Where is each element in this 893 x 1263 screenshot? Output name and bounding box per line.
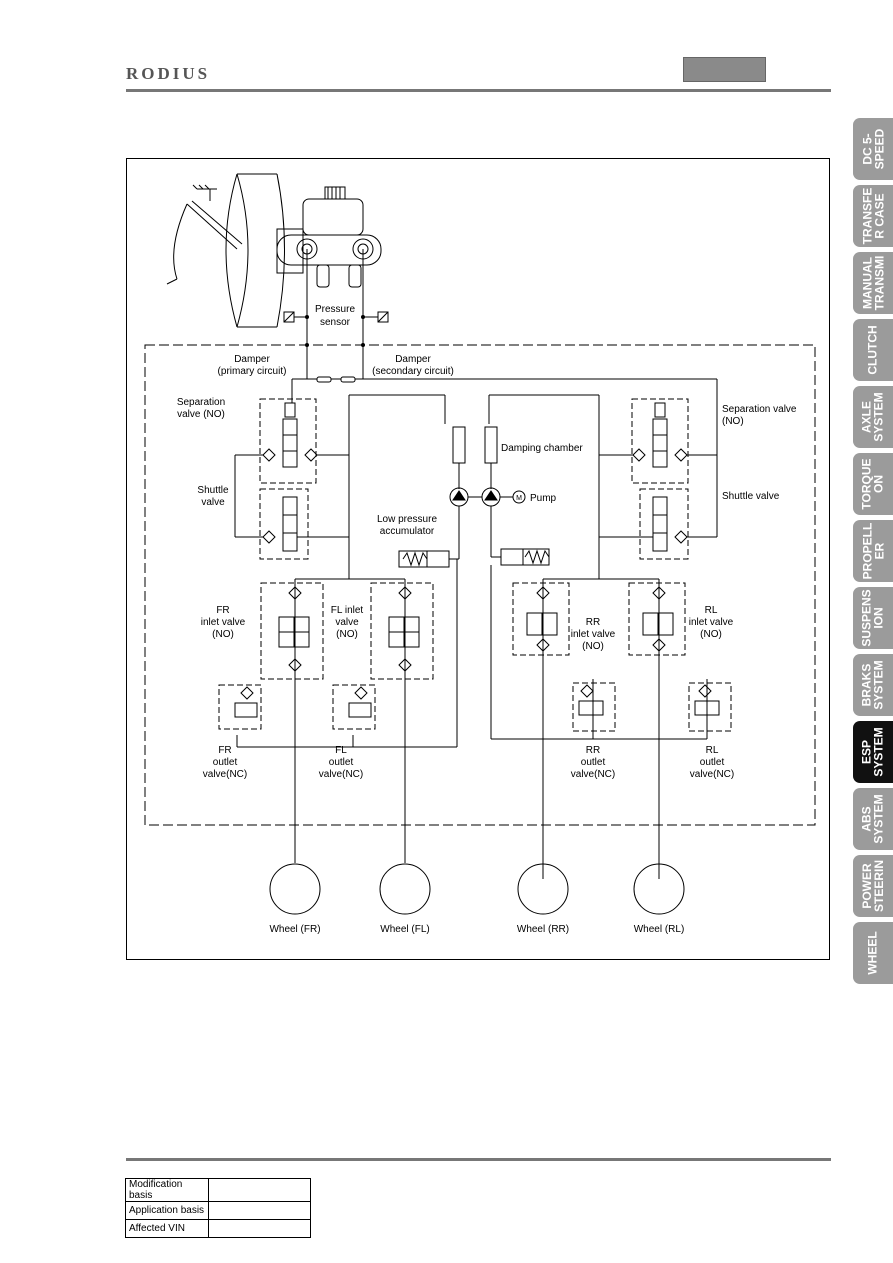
pressure-sensor-primary (283, 311, 307, 323)
rl-outlet-valve (688, 682, 732, 732)
rl-inlet-valve (628, 582, 686, 656)
tab-label: TRANSFE R CASE (860, 187, 887, 245)
fr-inlet-valve (260, 582, 324, 680)
wheel-fl (379, 863, 431, 915)
tab-label: CLUTCH (866, 325, 881, 375)
tab-label: DC 5- SPEED (860, 128, 886, 170)
revision-info-table: Modification basis Application basis Aff… (125, 1178, 311, 1238)
tab-suspension[interactable]: SUSPENS ION (853, 587, 893, 649)
tab-label: BRAKS SYSTEM (860, 660, 886, 710)
tab-wheel[interactable]: WHEEL (853, 922, 893, 984)
separation-valve-left (259, 398, 318, 484)
master-cylinder (276, 186, 382, 288)
hecu-boundary (144, 344, 816, 826)
tab-label: MANUAL TRANSMI (860, 255, 887, 311)
shuttle-valve-right-label: Shuttle valve (722, 491, 780, 502)
shuttle-valve-right (639, 488, 689, 560)
tab-manual-transmission[interactable]: MANUAL TRANSMI (853, 252, 893, 314)
tab-label: AXLE SYSTEM (860, 392, 886, 442)
wheel-fl-label: Wheel (FL) (380, 924, 429, 935)
damper-secondary (340, 376, 356, 383)
modification-basis-label: Modification basis (125, 1178, 209, 1202)
table-row: Application basis (125, 1201, 311, 1220)
tab-label: ABS SYSTEM (860, 794, 886, 844)
wheel-rr-label: Wheel (RR) (517, 924, 569, 935)
fl-outlet-valve (332, 684, 376, 730)
affected-vin-label: Affected VIN (125, 1219, 209, 1238)
wheel-rl (633, 863, 685, 915)
damping-chamber-right (484, 426, 498, 464)
tab-dc-5-speed[interactable]: DC 5- SPEED (853, 118, 893, 180)
header-divider (126, 89, 831, 92)
table-row: Affected VIN (125, 1219, 311, 1238)
rr-inlet-valve (512, 582, 570, 656)
wheel-rr (517, 863, 569, 915)
table-row: Modification basis (125, 1178, 311, 1202)
damper-secondary-label: Damper(secondary circuit) (372, 354, 454, 377)
tab-power-steering[interactable]: POWER STEERIN (853, 855, 893, 917)
footer-divider (126, 1158, 831, 1161)
application-basis-value (208, 1201, 311, 1220)
wheel-fr-label: Wheel (FR) (269, 924, 320, 935)
header-section-box (683, 57, 766, 82)
tab-label: WHEEL (866, 931, 880, 975)
tab-label: SUSPENS ION (860, 589, 887, 647)
low-pressure-accumulator-left (398, 550, 450, 568)
tab-label: TORQUE ON (860, 458, 886, 510)
separation-valve-right-label: Separation valve(NO) (722, 404, 797, 427)
fl-inlet-valve (370, 582, 434, 680)
tab-propeller[interactable]: PROPELL ER (853, 520, 893, 582)
damping-chamber-label: Damping chamber (501, 443, 583, 454)
tab-transfer-case[interactable]: TRANSFE R CASE (853, 185, 893, 247)
brake-booster (166, 173, 304, 328)
separation-valve-right (631, 398, 689, 484)
pump-motor-symbol: M (516, 495, 522, 502)
tab-brakes-system[interactable]: BRAKS SYSTEM (853, 654, 893, 716)
tab-label: POWER STEERIN (860, 859, 887, 913)
pump-label: Pump (530, 493, 557, 504)
shuttle-valve-left (259, 488, 309, 560)
tab-axle-system[interactable]: AXLE SYSTEM (853, 386, 893, 448)
affected-vin-value (208, 1219, 311, 1238)
rr-outlet-valve (572, 682, 616, 732)
application-basis-label: Application basis (125, 1201, 209, 1220)
tab-abs-system[interactable]: ABS SYSTEM (853, 788, 893, 850)
tab-torque-on[interactable]: TORQUE ON (853, 453, 893, 515)
pump-motor (512, 490, 526, 504)
tab-esp-system[interactable]: ESP SYSTEM (853, 721, 893, 783)
pressure-sensor-secondary (363, 311, 389, 323)
fr-outlet-valve (218, 684, 262, 730)
tab-clutch[interactable]: CLUTCH (853, 319, 893, 381)
tab-label: ESP SYSTEM (860, 727, 886, 777)
damper-primary-label: Damper(primary circuit) (218, 354, 287, 377)
damping-chamber-left (452, 426, 466, 464)
wheel-fr (269, 863, 321, 915)
modification-basis-value (208, 1178, 311, 1202)
damper-primary (316, 376, 332, 383)
tab-label: PROPELL ER (860, 522, 887, 580)
wheel-rl-label: Wheel (RL) (634, 924, 685, 935)
rodius-logo: RODIUS (126, 64, 211, 83)
low-pressure-accumulator-right (500, 548, 550, 566)
